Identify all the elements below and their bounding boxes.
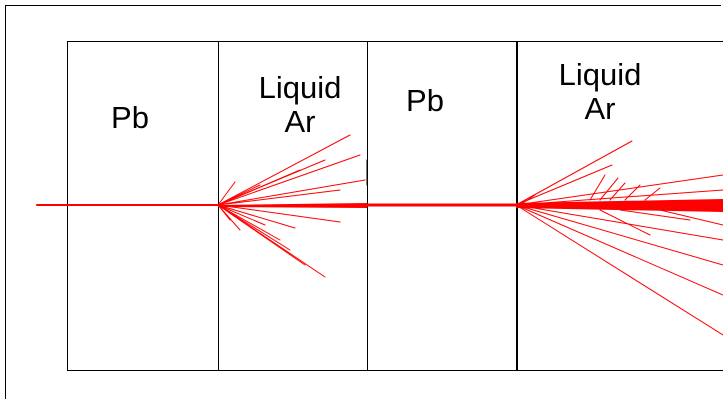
layer-label-pb-1: Pb xyxy=(111,100,149,135)
layer-label-pb-2: Pb xyxy=(406,83,444,118)
figure-frame xyxy=(5,5,721,399)
shower-branches-ar2 xyxy=(515,140,723,336)
shower-core-2 xyxy=(516,199,723,212)
shower-core xyxy=(218,203,367,208)
layer-label-liquid-ar-2: Liquid Ar xyxy=(558,57,642,126)
layer-label-liquid-ar-1: Liquid Ar xyxy=(258,70,342,139)
shower-branches-ar1 xyxy=(217,134,366,278)
detector-layers xyxy=(67,41,723,371)
